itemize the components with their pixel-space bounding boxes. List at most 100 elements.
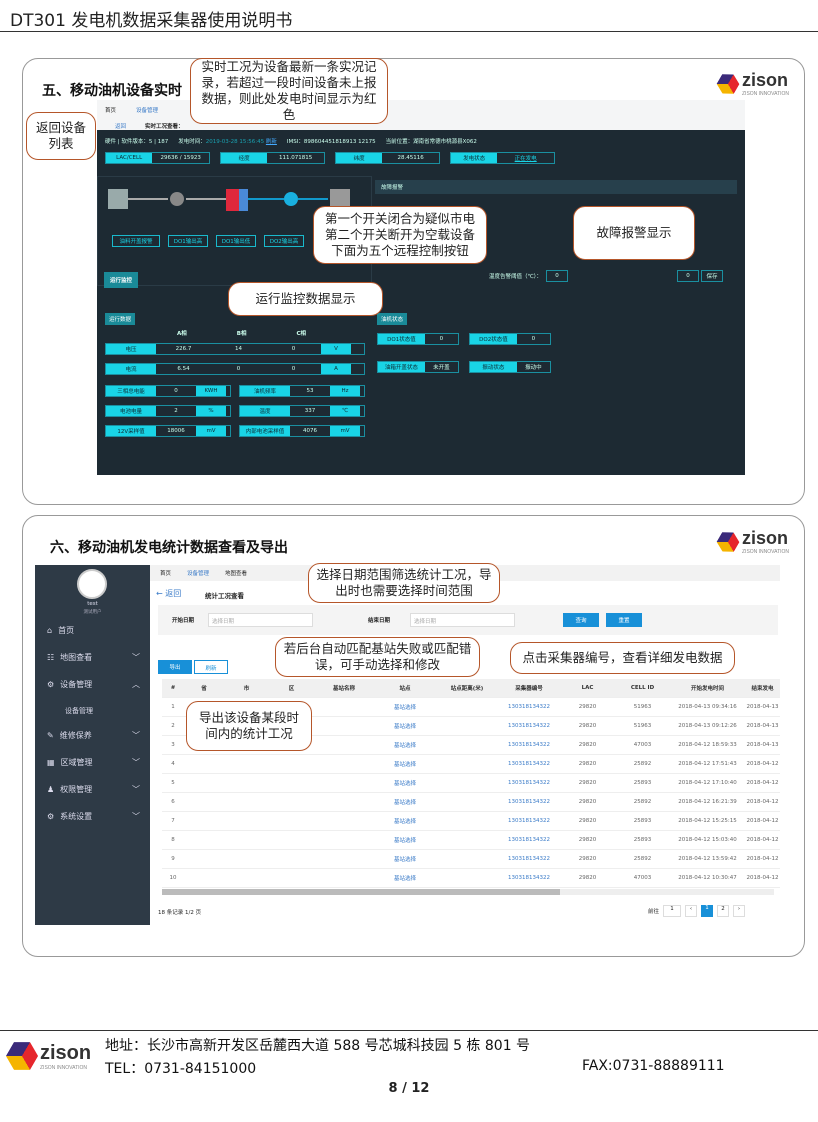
tab-home[interactable]: 首页 <box>105 108 117 114</box>
page-2-button[interactable]: 2 <box>717 905 730 917</box>
tab-device-mgmt[interactable]: 设备管理 <box>136 108 159 114</box>
table-cell <box>314 792 374 812</box>
sidebar-item[interactable]: ⚙系统设置﹀ <box>35 804 150 828</box>
station-select-link[interactable]: 基站选择 <box>374 792 436 812</box>
station-select-link[interactable]: 基站选择 <box>374 735 436 755</box>
table-cell <box>269 868 314 888</box>
sidebar-item[interactable]: ▦区域管理﹀ <box>35 750 150 774</box>
threshold2-input[interactable]: 0 <box>677 270 699 282</box>
monitor-cell: 温度 <box>240 406 290 416</box>
horizontal-scrollbar[interactable] <box>162 889 774 895</box>
run-monitor-button[interactable]: 运行监控 <box>104 272 139 288</box>
remote-control-button[interactable]: DO1输出低 <box>216 235 256 247</box>
callout-switches: 第一个开关闭合为疑似市电第二个开关断开为空载设备下面为五个远程控制按钮 <box>313 206 487 264</box>
callout-export: 导出该设备某段时间内的统计工况 <box>186 701 312 751</box>
refresh-button[interactable]: 刷新 <box>194 660 228 674</box>
collector-id-link[interactable]: 130318134322 <box>498 697 560 717</box>
callout-monitor: 运行监控数据显示 <box>228 282 383 316</box>
back-link[interactable]: 返回 <box>115 124 127 130</box>
station-select-link[interactable]: 基站选择 <box>374 773 436 793</box>
collector-id-link[interactable]: 130318134322 <box>498 849 560 869</box>
status-label: DO1状态值 <box>378 334 425 344</box>
sidebar-item[interactable]: ⌂首页 <box>35 618 150 642</box>
station-select-link[interactable]: 基站选择 <box>374 849 436 869</box>
collector-id-link[interactable]: 130318134322 <box>498 868 560 888</box>
remote-control-button[interactable]: DO2输出高 <box>264 235 304 247</box>
column-header: 结束发电 <box>745 679 780 698</box>
sidebar-item[interactable]: ♟权限管理﹀ <box>35 777 150 801</box>
badge-label: 经度 <box>221 153 268 163</box>
page-1-button[interactable]: 1 <box>701 905 714 917</box>
collector-id-link[interactable]: 130318134322 <box>498 792 560 812</box>
tab-0[interactable]: 首页 <box>160 571 172 577</box>
refresh-link[interactable]: 刷新 <box>265 139 277 145</box>
table-cell: 10 <box>162 868 184 888</box>
threshold-input[interactable]: 0 <box>545 270 568 282</box>
station-select-link[interactable]: 基站选择 <box>374 716 436 736</box>
station-select-link[interactable]: 基站选择 <box>374 830 436 850</box>
start-date-input[interactable]: 选择日期 <box>208 613 313 627</box>
station-select-link[interactable]: 基站选择 <box>374 697 436 717</box>
monitor-cell: 226.7 <box>175 346 192 352</box>
page-input[interactable]: 1 <box>663 905 682 917</box>
monitor-cell: 0 <box>236 366 241 372</box>
collector-id-link[interactable]: 130318134322 <box>498 811 560 831</box>
next-page-button[interactable]: › <box>733 905 746 917</box>
firmware-version: 硬件 | 软件版本：5 | 187 <box>105 139 169 145</box>
table-cell <box>224 773 269 793</box>
table-cell: 29820 <box>560 773 615 793</box>
power-tower-icon <box>108 189 128 209</box>
monitor-cell: Hz <box>330 386 360 396</box>
station-select-link[interactable]: 基站选择 <box>374 868 436 888</box>
monitor-cell: 三相总电能 <box>106 386 156 396</box>
chevron-icon: ﹀ <box>132 784 140 794</box>
chevron-icon: ﹀ <box>132 757 140 767</box>
switch-open-icon <box>284 192 298 206</box>
monitor-cell: 油机频率 <box>240 386 290 396</box>
table-cell: 2018-04-12 17:51:43 <box>670 754 745 774</box>
column-header: # <box>162 679 184 698</box>
save-button[interactable]: 保存 <box>701 270 723 282</box>
sidebar-item[interactable]: 设备管理 <box>35 699 150 723</box>
table-cell: 29820 <box>560 792 615 812</box>
prev-page-button[interactable]: ‹ <box>685 905 698 917</box>
remote-control-button[interactable]: 油料开盖报警 <box>112 235 160 247</box>
collector-id-link[interactable]: 130318134322 <box>498 754 560 774</box>
realtime-dark-area: 硬件 | 软件版本：5 | 187 发电时间：2019-03-28 15:56:… <box>97 130 745 475</box>
table-cell: 29820 <box>560 735 615 755</box>
sidebar-item-label: 维修保养 <box>59 730 92 740</box>
collector-id-link[interactable]: 130318134322 <box>498 773 560 793</box>
monitor-cell: % <box>196 406 226 416</box>
station-select-link[interactable]: 基站选择 <box>374 811 436 831</box>
collector-id-link[interactable]: 130318134322 <box>498 716 560 736</box>
section-statistics-panel <box>22 515 805 957</box>
tab-1[interactable]: 设备管理 <box>187 571 210 577</box>
tab-2[interactable]: 地图查看 <box>225 571 248 577</box>
sidebar-item-label: 设备管理 <box>65 707 93 715</box>
reset-button[interactable]: 重置 <box>606 613 642 627</box>
monitor-cell: 12V采样值 <box>106 426 156 436</box>
realtime-screenshot: 首页设备管理 返回 实时工况查看： 硬件 | 软件版本：5 | 187 发电时间… <box>97 100 745 475</box>
table-cell: 2018-04-12 16:21:39 <box>670 792 745 812</box>
sidebar: test 测试用户 ⌂首页☷地图查看﹀⚙设备管理︿设备管理✎维修保养﹀▦区域管理… <box>35 565 150 925</box>
sidebar-item[interactable]: ✎维修保养﹀ <box>35 723 150 747</box>
end-date-input[interactable]: 选择日期 <box>410 613 515 627</box>
badge-value: 28.45116 <box>397 155 424 161</box>
table-cell: 9 <box>162 849 184 869</box>
sidebar-item[interactable]: ⚙设备管理︿ <box>35 672 150 696</box>
remote-control-button[interactable]: DO1输出高 <box>168 235 208 247</box>
collector-id-link[interactable]: 130318134322 <box>498 830 560 850</box>
table-cell <box>314 754 374 774</box>
back-link-2[interactable]: ← 返回 <box>156 589 182 598</box>
station-select-link[interactable]: 基站选择 <box>374 754 436 774</box>
user-name: test <box>87 601 98 607</box>
export-button[interactable]: 导出 <box>158 660 192 674</box>
sidebar-item[interactable]: ☷地图查看﹀ <box>35 645 150 669</box>
collector-id-link[interactable]: 130318134322 <box>498 735 560 755</box>
table-cell <box>184 811 224 831</box>
query-button[interactable]: 查询 <box>563 613 599 627</box>
gen-time: 2019-03-28 15:56:45 <box>205 139 265 145</box>
